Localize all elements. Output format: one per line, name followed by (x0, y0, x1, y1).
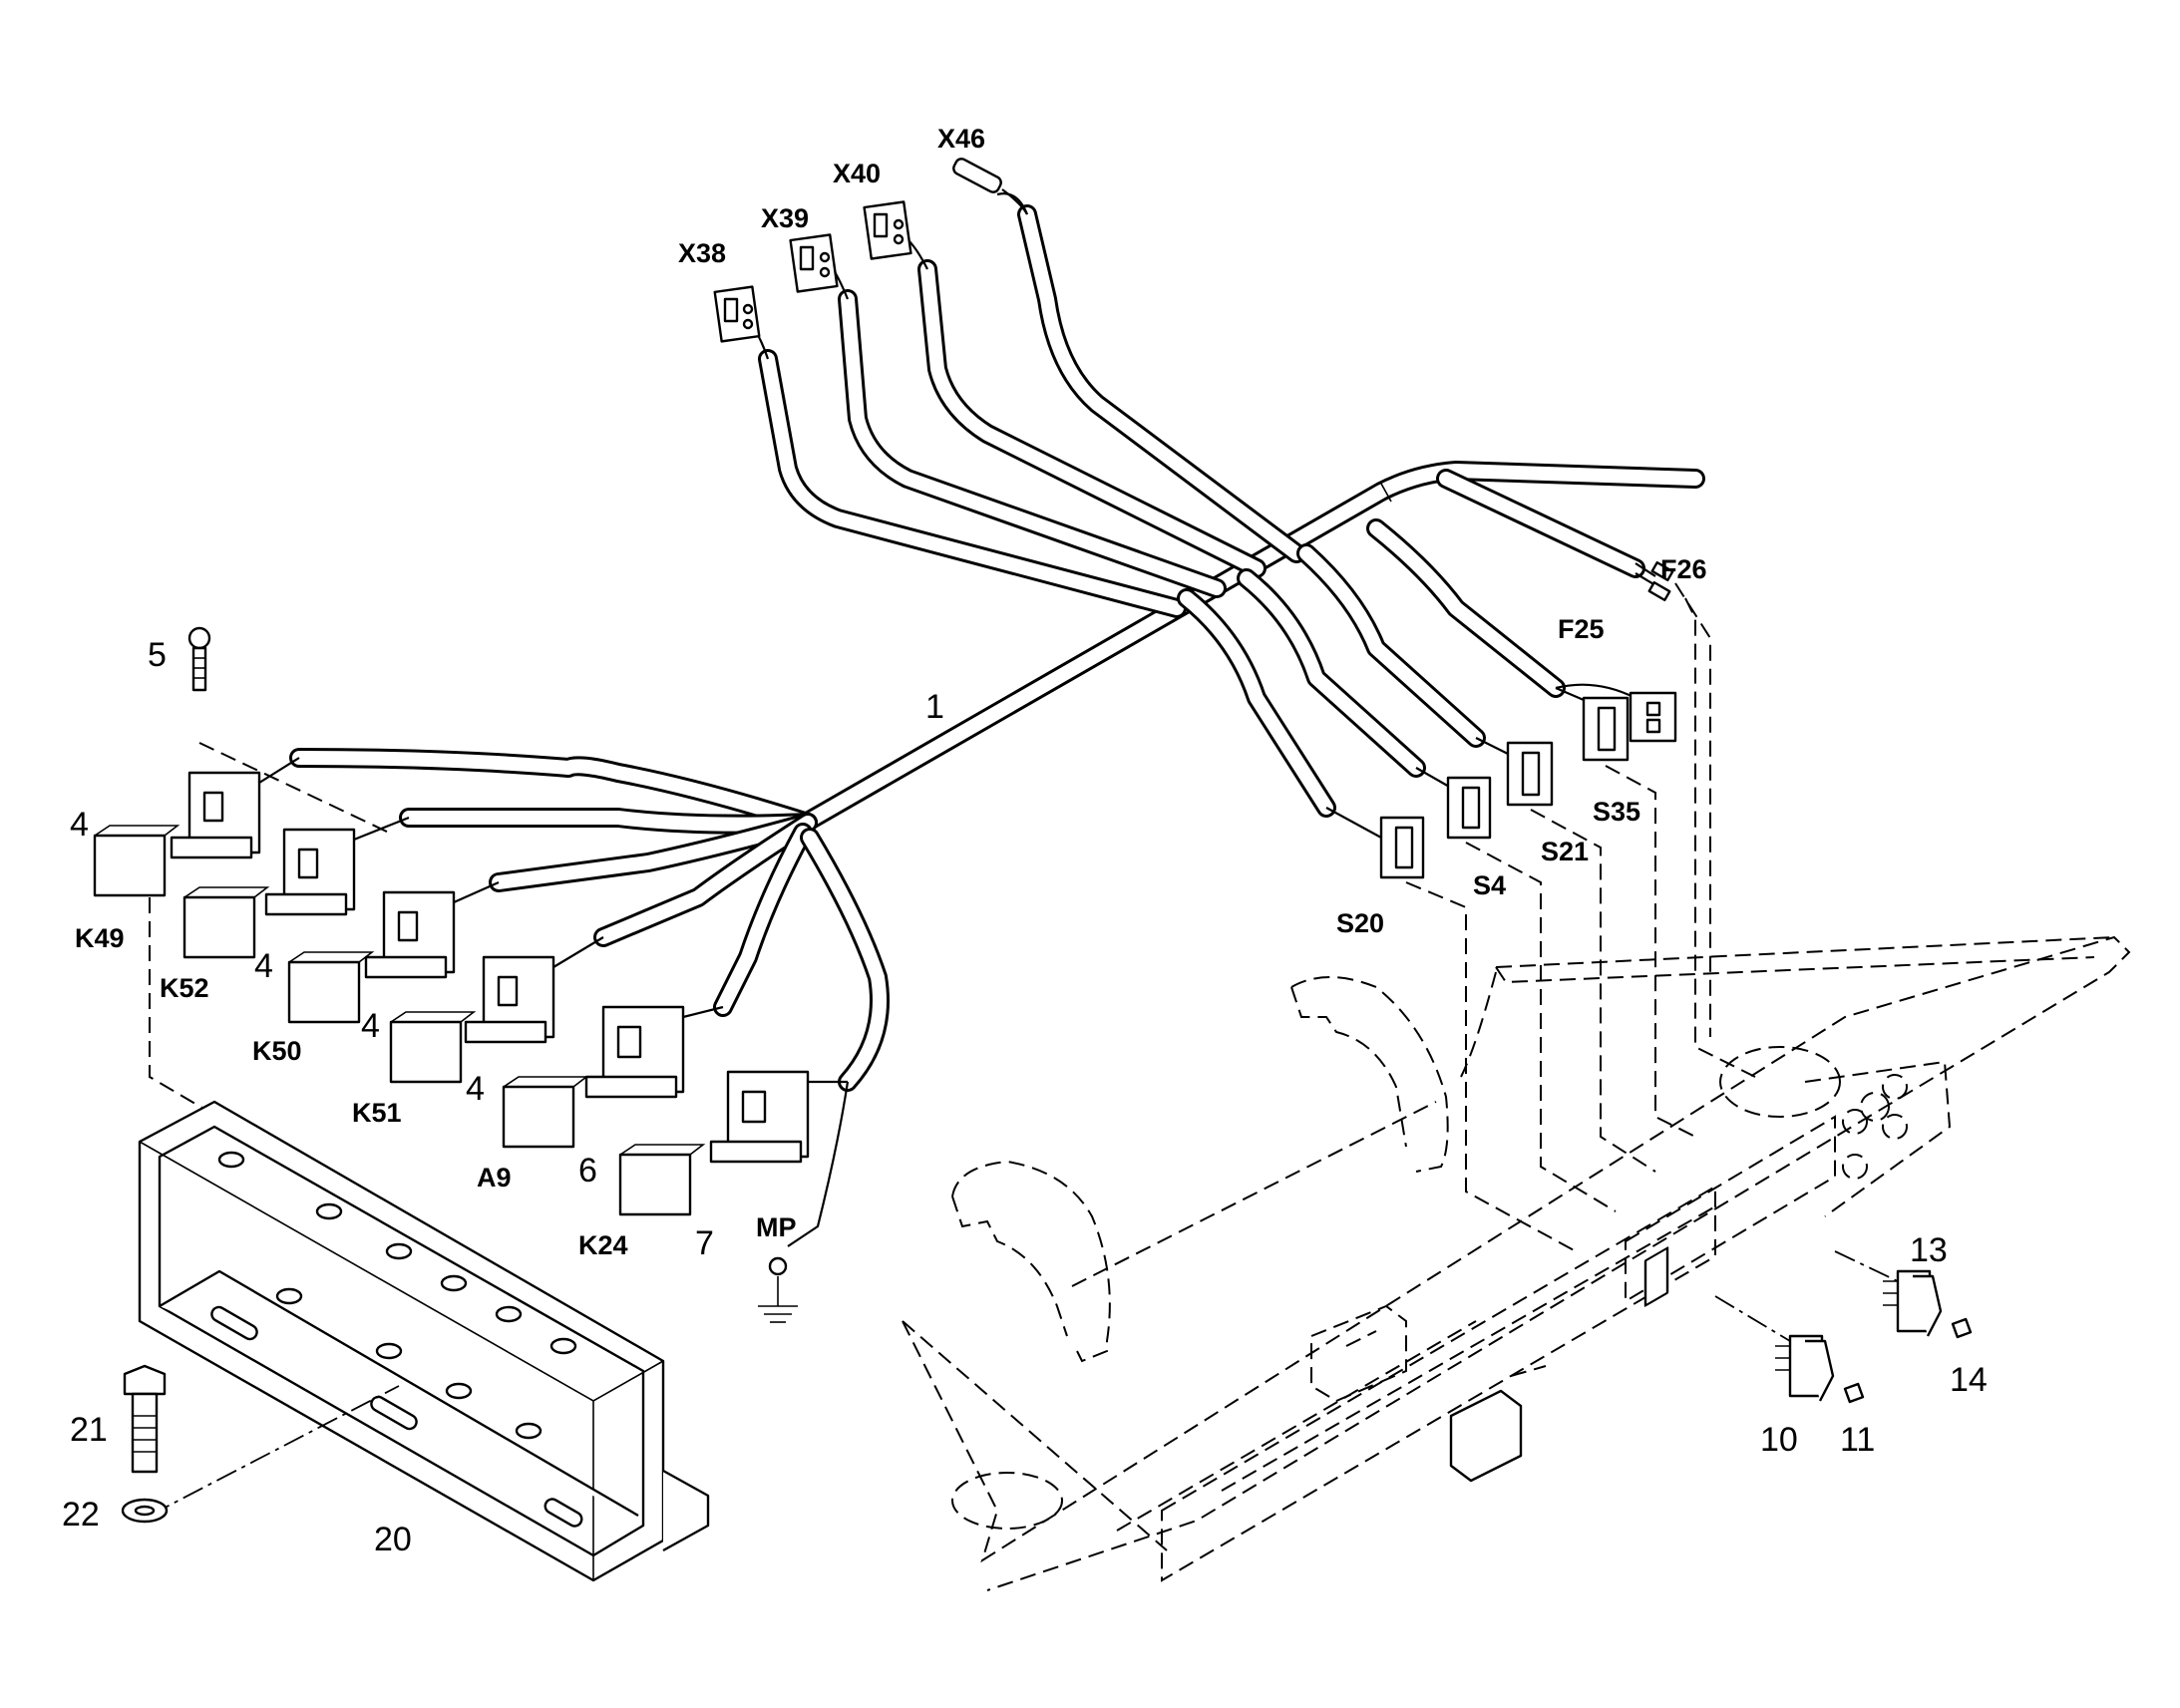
clip-14 (1951, 1317, 1973, 1339)
connector-f-plug (1629, 691, 1677, 743)
label-a9: A9 (477, 1163, 512, 1193)
mounting-bracket (138, 1100, 710, 1582)
lower-right-branches (1177, 518, 1636, 839)
label-item-4c: 4 (361, 1007, 380, 1045)
label-item-11: 11 (1840, 1421, 1875, 1459)
label-k50: K50 (252, 1036, 302, 1066)
label-item-4a: 4 (70, 806, 89, 844)
label-x46: X46 (937, 124, 985, 154)
connector-x40 (863, 200, 912, 260)
clip-11 (1843, 1382, 1865, 1404)
relay-socket-k51 (464, 936, 604, 1044)
label-item-22: 22 (62, 1496, 100, 1534)
label-s35: S35 (1593, 797, 1640, 827)
console-relay-blocks (1310, 1304, 1547, 1483)
fuse-branches (1436, 469, 1674, 602)
label-item-4b: 4 (254, 947, 273, 985)
label-item-21: 21 (70, 1411, 108, 1449)
label-item-6: 6 (578, 1152, 597, 1190)
relay-k51 (389, 1011, 477, 1084)
relay-socket-k50 (364, 880, 500, 979)
connector-s20 (1379, 816, 1425, 879)
rocker-switch-13 (1834, 1250, 1943, 1337)
label-s4: S4 (1473, 870, 1506, 900)
switch-panel (1625, 1060, 1952, 1307)
label-item-4d: 4 (466, 1070, 485, 1108)
relay-socket-a9 (584, 1005, 724, 1099)
label-s20: S20 (1336, 908, 1384, 938)
washer-icon (121, 1498, 169, 1524)
bracket-centerline (149, 1385, 400, 1517)
label-f26: F26 (1660, 554, 1707, 584)
connector-s4 (1446, 776, 1492, 840)
label-k52: K52 (160, 973, 209, 1003)
screw-leader-line (198, 742, 390, 834)
screw-icon (187, 626, 211, 692)
relay-k50 (287, 951, 375, 1024)
relay-socket-k49 (170, 757, 300, 859)
label-item-20: 20 (374, 1521, 412, 1558)
relay-socket-k52 (264, 816, 410, 916)
connector-leader-lines (1405, 582, 1756, 1252)
label-k51: K51 (352, 1098, 402, 1128)
relay-k24 (618, 1144, 706, 1216)
label-f25: F25 (1558, 614, 1605, 644)
relay-a9 (502, 1076, 589, 1149)
bolt-icon (123, 1364, 167, 1474)
ground-symbol-icon (758, 1256, 798, 1323)
connector-x38 (713, 285, 761, 343)
relay-k52 (182, 886, 270, 959)
labels: X46 X40 X39 X38 F26 F25 1 5 4 K49 K52 4 … (62, 124, 1988, 1558)
label-item-1: 1 (925, 688, 944, 726)
sensor-x46 (952, 158, 1028, 215)
label-s21: S21 (1541, 837, 1589, 866)
label-mp: MP (756, 1212, 797, 1242)
label-x38: X38 (678, 238, 726, 268)
console-housing-outline (902, 935, 2131, 1591)
label-x39: X39 (761, 203, 809, 233)
left-branches (289, 748, 890, 1247)
label-k49: K49 (75, 923, 125, 953)
label-x40: X40 (833, 159, 881, 188)
label-k24: K24 (578, 1230, 628, 1260)
connector-s35 (1582, 696, 1630, 762)
connector-x39 (789, 233, 839, 293)
relay-socket-k24 (709, 1070, 848, 1164)
connector-s21 (1506, 741, 1554, 807)
rocker-switch-10 (1714, 1295, 1835, 1402)
relay-k49 (93, 825, 181, 897)
label-item-5: 5 (148, 636, 167, 674)
label-item-13: 13 (1910, 1231, 1948, 1269)
label-item-14: 14 (1950, 1361, 1988, 1399)
label-item-10: 10 (1760, 1421, 1798, 1459)
label-item-7: 7 (695, 1224, 714, 1262)
